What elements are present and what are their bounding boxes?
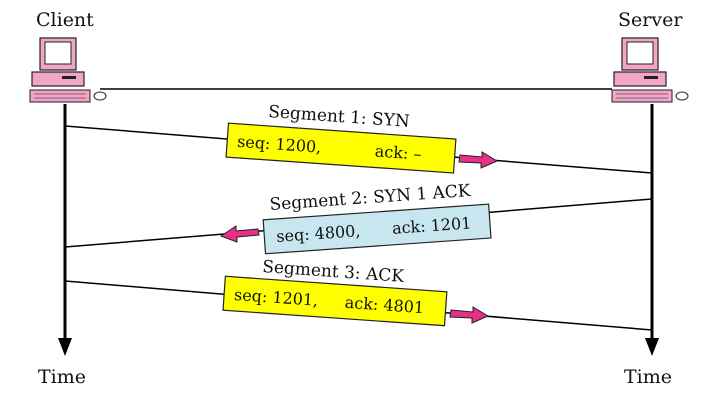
server-computer-icon bbox=[611, 37, 689, 103]
segment-3-box bbox=[222, 275, 448, 327]
client-computer-icon bbox=[29, 37, 107, 103]
segment-2: Segment 2: SYN 1 ACK seq: 4800, ack: 120… bbox=[64, 181, 653, 255]
segment-3-arrow-icon bbox=[449, 306, 490, 324]
client-time-arrow bbox=[58, 338, 72, 356]
segment-2-box bbox=[262, 203, 492, 255]
client-label: Client bbox=[36, 9, 94, 31]
server-time-arrow bbox=[645, 338, 659, 356]
segment-2-arrow-icon bbox=[219, 225, 260, 243]
segment-1: Segment 1: SYN seq: 1200, ack: – bbox=[64, 102, 653, 174]
server-label: Server bbox=[618, 9, 683, 31]
segment-3: Segment 3: ACK seq: 1201, ack: 4801 bbox=[64, 257, 653, 331]
segment-1-box bbox=[225, 122, 457, 174]
segment-1-arrow-icon bbox=[458, 151, 499, 169]
server-time-label: Time bbox=[624, 366, 672, 388]
segment-1-ack: ack: – bbox=[374, 141, 422, 163]
client-time-label: Time bbox=[38, 366, 86, 388]
